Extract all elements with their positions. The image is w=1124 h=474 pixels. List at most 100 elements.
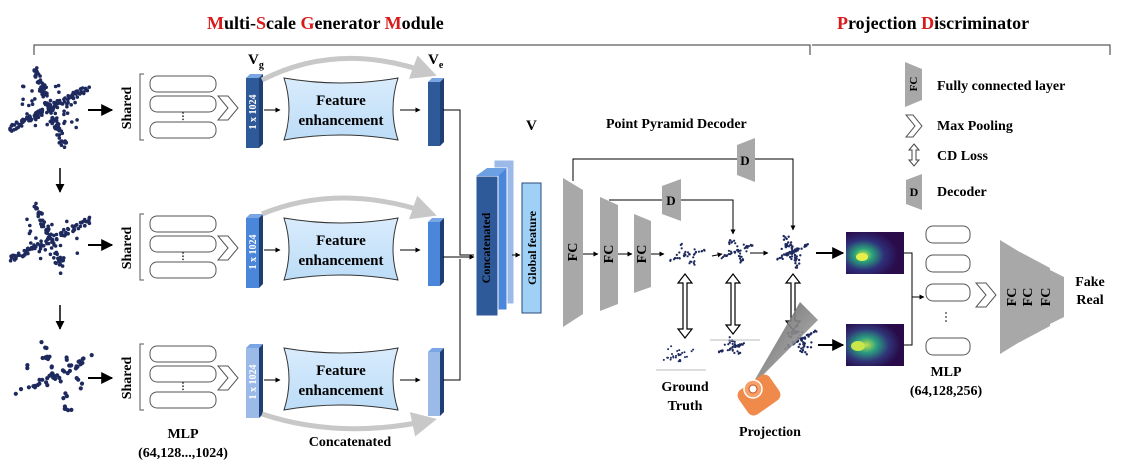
legend-decoder-text: Decoder: [937, 185, 987, 200]
generator-title: Multi-Scale Generator Module: [207, 13, 444, 33]
disc-fc-3: FC: [1038, 264, 1064, 330]
svg-text:FC: FC: [635, 245, 650, 264]
enhanced-vector-ve: [428, 82, 440, 146]
fc-layer-3: FC: [634, 214, 651, 293]
mlp-left-label: MLP: [167, 427, 199, 442]
concatenated-bottom-label: Concatenated: [309, 435, 392, 450]
input-point-cloud-mid: [8, 201, 92, 276]
concatenated-block: Concatenated: [475, 159, 515, 317]
fc-layer-1: FC: [563, 178, 583, 327]
mlp-layer-box: [149, 95, 217, 113]
maxpool-chevron-icon: [216, 365, 239, 391]
mlp-layer-box: [149, 235, 217, 253]
mlp-layer-box: [149, 261, 217, 279]
svg-text:FC: FC: [602, 245, 617, 264]
gen-arrow: [711, 252, 723, 258]
generator-bracket: [33, 44, 811, 55]
svg-text:enhancement: enhancement: [299, 113, 384, 129]
legend-decoder-icon: D: [906, 174, 922, 210]
fake-label: Fake: [1075, 275, 1105, 290]
generated-cloud-coarse: [669, 242, 706, 266]
heatmap-connector: [904, 252, 913, 346]
legend-maxpool-text: Max Pooling: [937, 119, 1013, 134]
concat-curve-arrow-bottom: [261, 411, 437, 437]
ground-truth-cloud-1: [662, 345, 695, 363]
generated-cloud-mid: [720, 239, 754, 264]
mlp-layer-box: [149, 345, 217, 363]
disc-mlp-layer-box: [925, 283, 971, 302]
legend-cd-loss-icon: [907, 143, 921, 167]
mlp-layer-box: [149, 391, 217, 409]
vg-label: Vg: [248, 52, 264, 71]
global-feature-label: Global feature: [525, 210, 539, 285]
projection-camera: [737, 302, 818, 416]
svg-text:Feature: Feature: [316, 93, 366, 109]
input-point-cloud-sparse: [13, 340, 94, 413]
svg-text:1 x 1024: 1 x 1024: [248, 235, 259, 270]
discriminator-title: Projection Discriminator: [837, 13, 1029, 33]
real-label: Real: [1076, 293, 1103, 308]
disc-mlp-layer-box: [925, 254, 971, 273]
cd-loss-double-arrow: [676, 273, 694, 339]
svg-text:FC: FC: [1005, 288, 1020, 307]
legend-maxpool-chevron-icon: [904, 114, 923, 138]
global-vector-vg: [246, 78, 259, 148]
mlp-row-1: Shared 1 x 1024 Feature enhancement: [120, 73, 444, 148]
maxpool-chevron-icon: [216, 95, 239, 121]
shared-label: Shared: [120, 227, 135, 270]
svg-text:1 x 1024: 1 x 1024: [248, 95, 259, 130]
shared-label: Shared: [120, 87, 135, 130]
svg-text:FC: FC: [908, 77, 920, 92]
svg-text:D: D: [910, 185, 919, 199]
v-label: V: [526, 118, 537, 134]
legend-fc-text: Fully connected layer: [937, 79, 1065, 94]
mlp-row-3: Shared 1 x 1024 Feature enhancement: [120, 343, 444, 418]
svg-text:FC: FC: [566, 243, 581, 262]
svg-text:FC: FC: [1021, 288, 1036, 307]
global-vector-vg: [246, 218, 259, 288]
maxpool-chevron-icon: [216, 235, 239, 261]
decoder-block-mid: D: [662, 179, 681, 221]
mlp-right-label: MLP: [930, 365, 962, 380]
connector-top: [443, 109, 474, 256]
ground-truth-label: Ground: [661, 380, 708, 395]
legend-cd-loss-text: CD Loss: [937, 149, 989, 164]
concat-curve-arrow-mid: [261, 195, 437, 220]
legend-fc-icon: FC: [905, 62, 922, 107]
mlp-right-params: (64,128,256): [910, 384, 983, 399]
mlp-layer-box: [149, 75, 217, 93]
shared-label: Shared: [120, 357, 135, 400]
discriminator-mlp: [925, 225, 971, 356]
mlp-layer-box: [149, 121, 217, 139]
svg-text:1 x 1024: 1 x 1024: [248, 365, 259, 400]
mlp-left-params: (64,128...,1024): [138, 446, 228, 461]
connector-bottom: [443, 259, 461, 381]
svg-text:D: D: [740, 153, 749, 168]
svg-text:enhancement: enhancement: [299, 253, 384, 269]
svg-text:enhancement: enhancement: [299, 383, 384, 399]
decoder-route-mid-out: [681, 199, 736, 235]
ground-truth-cloud-2: [717, 336, 746, 355]
cd-loss-arrows: [676, 273, 802, 339]
global-feature-block: Global feature: [521, 182, 542, 314]
discriminator-bracket: [812, 44, 1111, 55]
enhanced-vector-ve: [428, 352, 440, 416]
svg-text:Feature: Feature: [316, 363, 366, 379]
ground-truth-label-2: Truth: [668, 399, 703, 414]
concatenated-vertical-label: Concatenated: [479, 212, 493, 283]
projection-heatmap-real: [846, 324, 904, 366]
disc-mlp-layer-box: [925, 337, 971, 356]
feature-enhancement-box: [283, 77, 399, 141]
ppd-label: Point Pyramid Decoder: [606, 117, 747, 132]
cd-loss-double-arrow: [724, 273, 742, 335]
disc-mlp-layer-box: [925, 225, 971, 244]
decoder-route-top: [572, 158, 737, 181]
discriminator-maxpool-chevron: [974, 282, 997, 308]
decoder-block-top: D: [737, 138, 755, 182]
global-vector-vg: [246, 348, 259, 418]
decoder-route-top-out: [755, 158, 796, 231]
ve-label: Ve: [428, 52, 444, 71]
enhanced-vector-ve: [428, 222, 440, 286]
